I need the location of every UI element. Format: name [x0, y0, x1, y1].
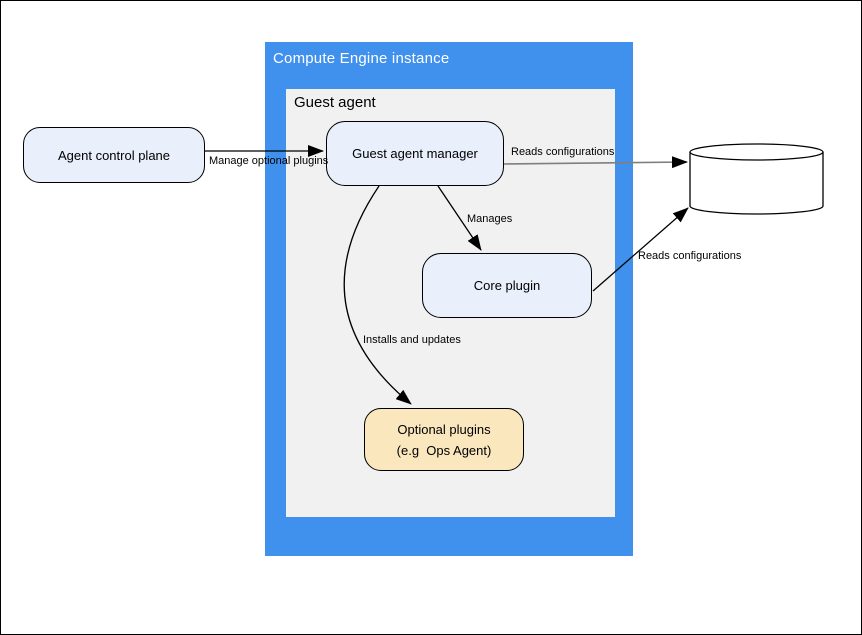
optional-plugins-label-line1: Optional plugins [397, 421, 491, 437]
edge-label-manages: Manages [467, 213, 513, 225]
compute-engine-instance-title: Compute Engine instance [273, 50, 450, 67]
edge-label-manage-optional-plugins: Manage optional plugins [209, 155, 329, 167]
edge-label-installs-and-updates: Installs and updates [363, 334, 461, 346]
node-agent-control-plane: Agent control plane [23, 127, 205, 183]
edge-label-core-reads-configurations: Reads configurations [638, 250, 742, 262]
metadata-server-label: Metadata server [709, 171, 804, 186]
edge-label-manager-reads-configurations: Reads configurations [511, 146, 615, 158]
node-core-plugin: Core plugin [422, 253, 592, 318]
node-guest-agent-manager: Guest agent manager [326, 121, 504, 186]
core-plugin-label: Core plugin [473, 278, 541, 293]
guest-agent-manager-label: Guest agent manager [352, 146, 478, 161]
node-optional-plugins: Optional plugins (e.g Ops Agent) [364, 408, 524, 471]
optional-plugins-label-line2: (e.g Ops Agent) [396, 442, 492, 458]
guest-agent-title: Guest agent [294, 94, 376, 111]
agent-control-plane-label: Agent control plane [57, 147, 171, 163]
